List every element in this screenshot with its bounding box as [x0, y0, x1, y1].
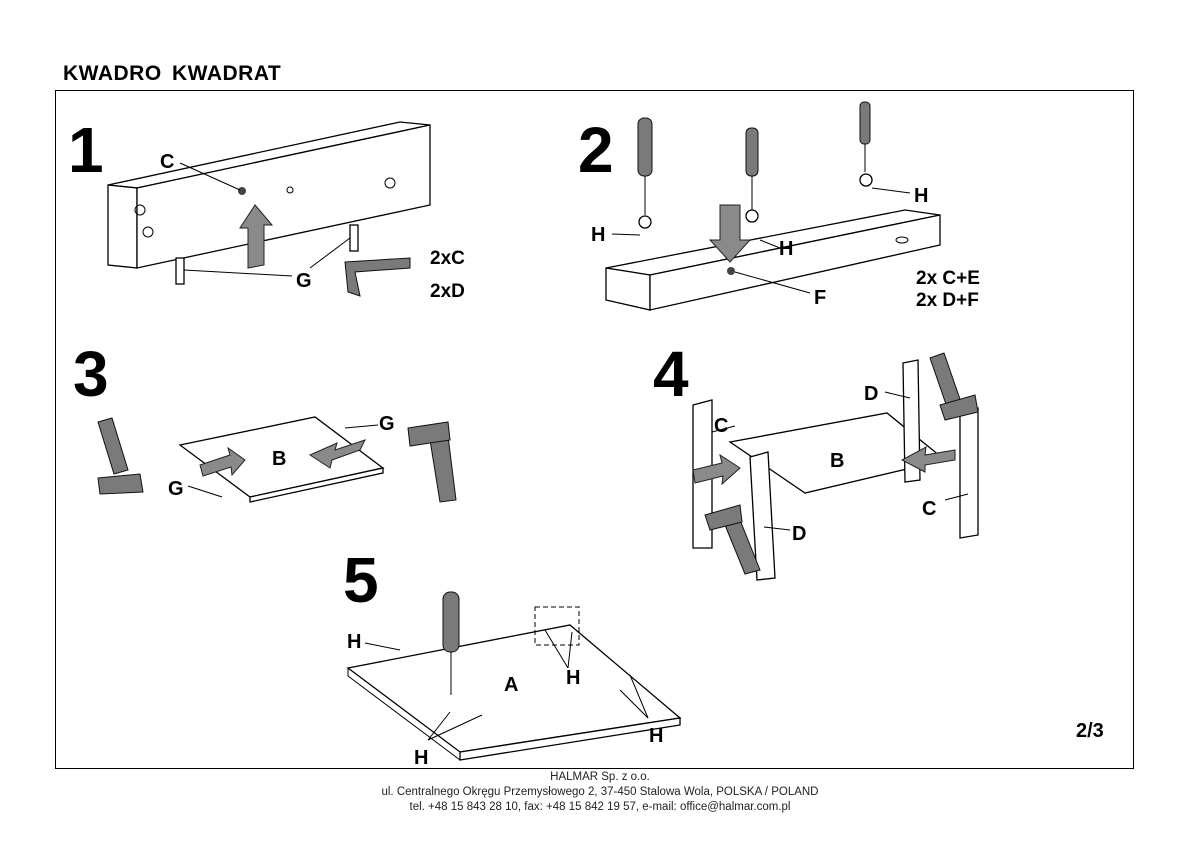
part-label-d: D [864, 383, 878, 405]
part-label-h: H [566, 667, 580, 689]
part-label-g: G [379, 413, 395, 435]
panel-face [649, 214, 941, 311]
part-label-d: D [792, 523, 806, 545]
screwdriver-icon [745, 127, 759, 177]
insert-arrow-icon [692, 453, 741, 486]
footer-company: HALMAR Sp. z o.o. [550, 771, 650, 783]
panel-end [605, 267, 651, 311]
insert-arrow-icon [199, 446, 246, 477]
part-label-a: A [504, 674, 518, 696]
side-panel-d [902, 359, 921, 483]
step-3: 3 G B G [73, 338, 457, 503]
quantity-df: 2x D+F [916, 290, 979, 311]
quantity-c: 2xC [430, 248, 465, 269]
document-title: KWADRO KWADRAT [63, 62, 282, 85]
step-number: 4 [653, 338, 689, 410]
step-number: 2 [578, 114, 614, 186]
side-panel-d [749, 451, 776, 581]
insert-arrow-icon [239, 204, 274, 269]
screwdriver-icon [637, 117, 653, 177]
instruction-frame [55, 90, 1134, 769]
screwdriver-icon [442, 591, 460, 653]
part-label-h: H [649, 725, 663, 747]
part-label-b: B [272, 448, 286, 470]
part-label-g: G [168, 478, 184, 500]
part-label-h: H [914, 185, 928, 207]
screwdriver-icon [859, 101, 871, 145]
footer-address: ul. Centralnego Okręgu Przemysłowego 2, … [381, 786, 819, 798]
dowel-g [349, 224, 359, 252]
step-4: 4 D C B C D [653, 338, 979, 581]
part-label-c: C [714, 415, 728, 437]
insert-arrow-icon [308, 439, 366, 469]
insert-arrow-icon [900, 446, 956, 473]
part-label-g: G [296, 270, 312, 292]
step-number: 3 [73, 338, 109, 410]
step-2: 2 H H H F 2x C+E 2x D+F [578, 101, 980, 311]
part-label-h: H [347, 631, 361, 653]
side-panel-c [959, 407, 979, 539]
hammer-icon [97, 417, 129, 475]
part-label-h: H [414, 747, 428, 769]
hole-c [238, 187, 246, 195]
dowel-g [175, 257, 185, 285]
panel-face [136, 124, 431, 269]
hammer-icon [344, 257, 411, 297]
part-label-f: F [814, 287, 826, 309]
step-number: 1 [68, 114, 104, 186]
quantity-d: 2xD [430, 281, 465, 302]
step-5: 5 H H A H H [343, 544, 682, 769]
step-number: 5 [343, 544, 379, 616]
part-label-h: H [591, 224, 605, 246]
part-label-c: C [160, 151, 174, 173]
step-1: 1 C G 2xC 2xD [68, 114, 465, 302]
footer-contact: tel. +48 15 843 28 10, fax: +48 15 842 1… [409, 801, 791, 813]
panel-end [107, 184, 138, 269]
part-label-b: B [830, 450, 844, 472]
detail-box [534, 606, 580, 646]
page-indicator: 2/3 [1076, 720, 1104, 742]
footer: HALMAR Sp. z o.o. ul. Centralnego Okręgu… [0, 770, 1200, 815]
part-label-c: C [922, 498, 936, 520]
quantity-ce: 2x C+E [916, 268, 980, 289]
hammer-icon [429, 435, 457, 503]
part-label-h: H [779, 238, 793, 260]
insert-arrow-icon [708, 204, 752, 263]
